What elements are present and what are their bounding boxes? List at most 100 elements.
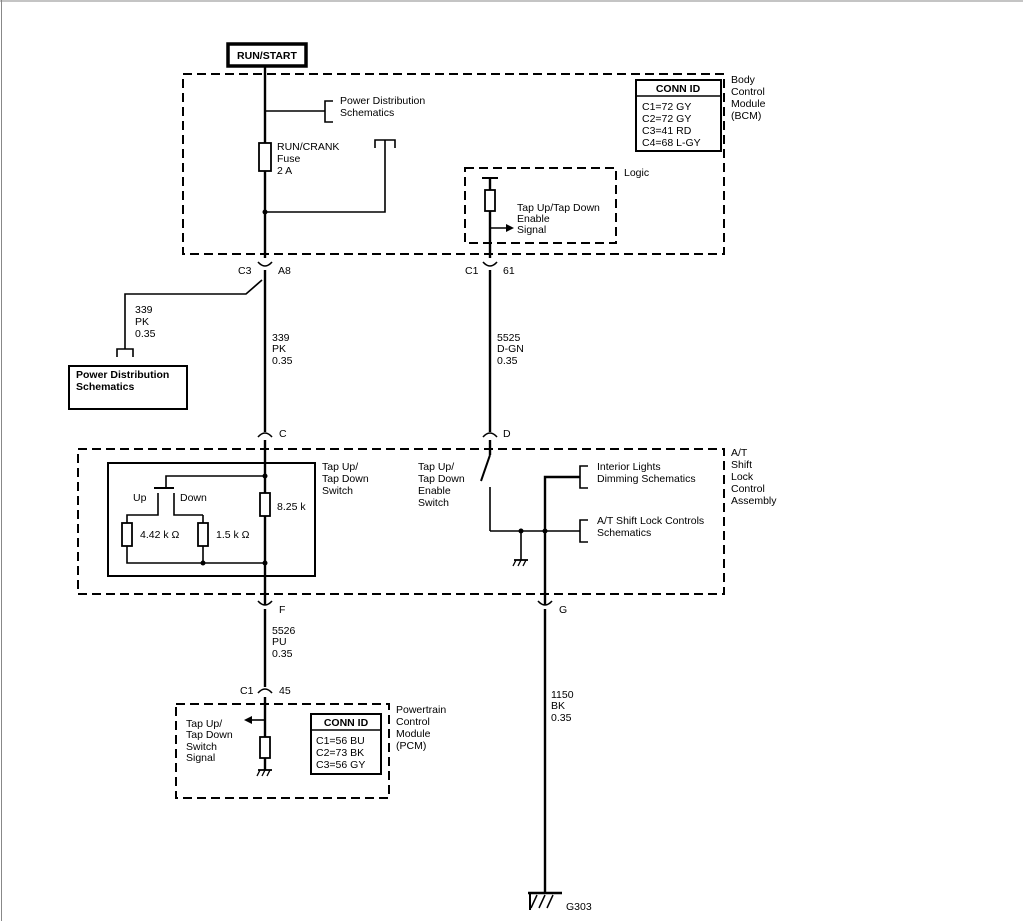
enable-switch-label-4: Switch <box>418 497 449 509</box>
resistor-8-25k-label: 8.25 k <box>277 501 306 513</box>
svg-text:CONN ID: CONN ID <box>324 717 369 729</box>
svg-text:C2=72 GY: C2=72 GY <box>642 113 691 125</box>
connector-f-label: F <box>279 604 285 616</box>
interior-lights-label-2: Dimming Schematics <box>597 473 696 485</box>
connector-c3-label: C3 <box>238 265 252 277</box>
logic-resistor <box>484 189 496 212</box>
pcm-signal-label-1: Tap Up/ <box>186 718 222 730</box>
enable-switch-label-3: Enable <box>418 485 451 497</box>
at-assembly-box <box>77 448 725 595</box>
tap-switch-label-2: Tap Down <box>322 473 369 485</box>
connector-c1-45 <box>257 688 273 694</box>
fuse-symbol <box>258 142 272 172</box>
shift-lock-bracket <box>579 519 588 543</box>
connector-c1-61 <box>482 261 498 267</box>
bcm-label-1: Body <box>731 74 756 86</box>
bcm-label-4: (BCM) <box>731 110 761 122</box>
pds2-label-1: Power Distribution <box>76 369 169 381</box>
wire-339-left-color: PK <box>135 316 149 328</box>
svg-text:CONN ID: CONN ID <box>656 83 701 95</box>
shift-lock-label-1: A/T Shift Lock Controls <box>597 515 704 527</box>
resistor-8-25k <box>259 492 271 517</box>
wire-5525-gauge: 0.35 <box>497 355 518 367</box>
connector-c1-label: C1 <box>465 265 479 277</box>
wire-339-number: 339 <box>272 332 290 344</box>
tap-signal-label-1: Tap Up/Tap Down <box>517 202 600 214</box>
enable-switch-label-2: Tap Down <box>418 473 465 485</box>
switch-common-wire <box>165 475 265 488</box>
logic-box <box>464 167 617 244</box>
pcm-label-4: (PCM) <box>396 740 426 752</box>
tap-switch-label-3: Switch <box>322 485 353 497</box>
fuse-label-2: Fuse <box>277 153 301 165</box>
pcm-signal-arrow-head <box>244 716 252 724</box>
pcm-label-1: Powertrain <box>396 704 446 716</box>
wire-5525-number: 5525 <box>497 332 521 344</box>
tap-switch-box <box>107 462 316 577</box>
interior-lights-label-1: Interior Lights <box>597 461 661 473</box>
pcm-conn-id-box: CONN ID C1=56 BU C2=73 BK C3=56 GY <box>310 713 382 775</box>
splice-dot <box>262 209 268 215</box>
switch-down-label: Down <box>180 492 207 504</box>
enable-switch-label-1: Tap Up/ <box>418 461 454 473</box>
connector-c3-a8 <box>257 261 273 267</box>
connector-c-label: C <box>279 428 287 440</box>
connector-c1-pcm-label: C1 <box>240 685 254 697</box>
pcm-signal-label-3: Switch <box>186 741 217 753</box>
connector-g <box>537 600 553 606</box>
internal-connector-symbol <box>374 139 396 148</box>
wire-down-resistor <box>173 507 203 516</box>
wire-5526-gauge: 0.35 <box>272 648 293 660</box>
connector-g-label: G <box>559 604 567 616</box>
tap-switch-label-1: Tap Up/ <box>322 461 358 473</box>
wire-5526-number: 5526 <box>272 625 296 637</box>
at-label-1: A/T <box>731 447 748 459</box>
bcm-conn-id-box: CONN ID C1=72 GY C2=72 GY C3=41 RD C4=68… <box>635 79 722 152</box>
connector-c <box>257 432 273 438</box>
wire-339-gauge: 0.35 <box>272 355 293 367</box>
at-label-2: Shift <box>731 459 752 471</box>
svg-text:C3=41 RD: C3=41 RD <box>642 125 692 137</box>
run-start-label: RUN/START <box>226 42 308 68</box>
resistor-4-42k-label: 4.42 k Ω <box>140 529 180 541</box>
ground-icon <box>512 559 528 567</box>
svg-text:RUN/START: RUN/START <box>237 50 297 62</box>
wire-339-left-gauge: 0.35 <box>135 328 156 340</box>
svg-text:C3=56 GY: C3=56 GY <box>316 759 365 771</box>
connector-d-label: D <box>503 428 511 440</box>
pcm-module-box <box>175 703 390 799</box>
connector-61-label: 61 <box>503 265 515 277</box>
switch-up-label: Up <box>133 492 147 504</box>
connector-a8-label: A8 <box>278 265 291 277</box>
bcm-module-box <box>182 73 725 255</box>
fuse-label-3: 2 A <box>277 165 292 177</box>
wire-fuse-internal <box>265 140 386 213</box>
pcm-signal-label-2: Tap Down <box>186 729 233 741</box>
ground-g303-label: G303 <box>566 901 592 913</box>
wire-1150-internal <box>543 475 580 605</box>
pds-label-2: Schematics <box>340 107 394 119</box>
pds-label-1: Power Distribution <box>340 95 425 107</box>
splice-dot <box>200 560 206 566</box>
interior-lights-bracket <box>579 465 588 489</box>
pcm-label-2: Control <box>396 716 430 728</box>
wire-339-left <box>124 279 263 349</box>
resistor-1-5k-label: 1.5 k Ω <box>216 529 250 541</box>
pds2-bracket <box>116 348 134 357</box>
shift-lock-label-2: Schematics <box>597 527 651 539</box>
pds2-box <box>68 365 188 410</box>
pds2-label-2: Schematics <box>76 381 135 393</box>
wire-5526-color: PU <box>272 636 287 648</box>
enable-switch-blade <box>480 454 491 482</box>
pcm-signal-label-4: Signal <box>186 752 215 764</box>
at-label-5: Assembly <box>731 495 777 507</box>
svg-text:C2=73 BK: C2=73 BK <box>316 747 364 759</box>
svg-text:C4=68 L-GY: C4=68 L-GY <box>642 137 701 149</box>
pds-bracket-top <box>324 100 333 123</box>
tap-signal-label-2: Enable <box>517 213 550 225</box>
signal-arrow-head <box>506 224 514 232</box>
wire-339-left-number: 339 <box>135 304 153 316</box>
bcm-label-2: Control <box>731 86 765 98</box>
connector-45-label: 45 <box>279 685 291 697</box>
